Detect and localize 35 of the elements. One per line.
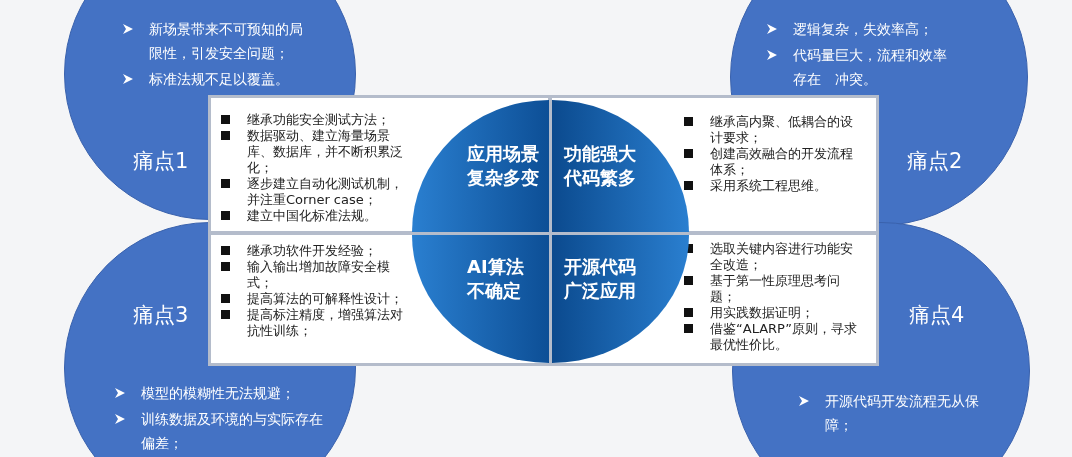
bullet-text: 继承功软件开发经验； [247, 243, 378, 259]
bullet-text: 选取关键内容进行功能安全改造； [710, 241, 854, 273]
bullet-text: 建立中国化标准法规。 [247, 208, 378, 224]
bullet-text: 输入输出增加故障安全模式； [247, 259, 391, 291]
bullet-text: 标准法规不足以覆盖。 [149, 70, 290, 89]
bullet-text: 创建高效融合的开发流程体系； [710, 146, 854, 178]
bullet-text: 新场景带来不可预知的局限性，引发安全问题； [149, 20, 304, 63]
text-panel [549, 95, 879, 234]
bullet-text: 基于第一性原理思考问题； [710, 273, 841, 305]
circle-title: 痛点3 [133, 302, 189, 329]
bullet-text: 继承功能安全测试方法； [247, 112, 391, 128]
circle-title: 痛点4 [909, 302, 965, 329]
quadrant-title: 应用场景复杂多变 [467, 142, 539, 190]
bullet-text: 逻辑复杂，失效率高； [793, 20, 934, 39]
bullet-text: 提高标注精度，增强算法对抗性训练； [247, 307, 404, 339]
quarter-circle [412, 100, 549, 232]
bullet-text: 模型的模糊性无法规避； [141, 384, 296, 403]
bullet-text: 数据驱动、建立海量场景库、数据库，并不断积累泛化； [247, 128, 404, 176]
circle-title: 痛点2 [907, 148, 963, 175]
circle-title: 痛点1 [133, 148, 189, 175]
bullet-text: 采用系统工程思维。 [710, 178, 828, 194]
bullet-text: 训练数据及环境的与实际存在偏差； [141, 410, 324, 453]
bullet-text: 提高算法的可解释性设计； [247, 291, 404, 307]
bullet-text: 继承高内聚、低耦合的设计要求； [710, 114, 854, 146]
bullet-text: 开源代码开发流程无从保障； [825, 392, 979, 435]
quadrant-title: AI算法不确定 [467, 255, 525, 303]
text-panel [208, 232, 551, 366]
bullet-text: 代码量巨大，流程和效率存在 冲突。 [793, 46, 947, 89]
text-panel [208, 95, 551, 234]
quadrant-title: 功能强大代码繁多 [564, 142, 636, 190]
bullet-text: 借鉴“ALARP”原则，寻求最优性价比。 [710, 321, 858, 353]
bullet-text: 用实践数据证明； [710, 305, 815, 321]
text-panel [549, 232, 879, 366]
quadrant-title: 开源代码广泛应用 [564, 255, 636, 303]
bullet-text: 逐步建立自动化测试机制，并注重Corner case； [247, 176, 404, 208]
